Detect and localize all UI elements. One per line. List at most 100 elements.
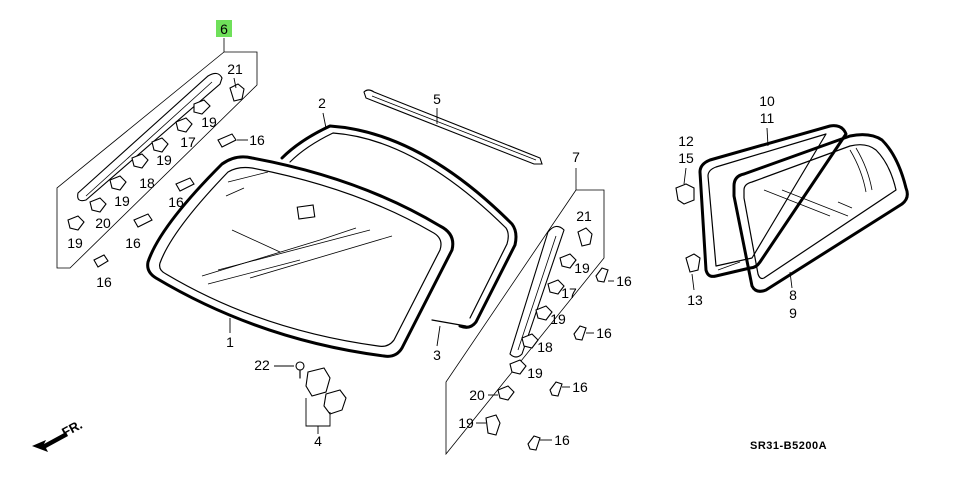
clip-20b xyxy=(497,385,515,401)
clip-16d xyxy=(93,254,109,268)
clip-19e xyxy=(559,253,577,269)
clip-19f xyxy=(535,305,553,321)
callout-19a[interactable]: 19 xyxy=(201,114,217,130)
callout-11[interactable]: 11 xyxy=(760,110,775,126)
callout-17b[interactable]: 17 xyxy=(561,285,577,301)
callout-17a[interactable]: 17 xyxy=(180,134,196,150)
quarter-glass-reflections xyxy=(763,147,873,217)
callout-6[interactable]: 6 xyxy=(220,21,228,37)
clip-21a xyxy=(229,83,245,102)
quarter-glass xyxy=(732,133,909,293)
callout-12[interactable]: 12 xyxy=(678,133,694,149)
callout-2[interactable]: 2 xyxy=(318,95,326,111)
callout-16e[interactable]: 16 xyxy=(616,273,632,289)
clips-right xyxy=(485,227,609,451)
callout-9[interactable]: 9 xyxy=(789,305,797,321)
quarter-clips xyxy=(675,183,701,273)
clip-19c xyxy=(109,175,127,191)
molding-5-strip xyxy=(363,89,543,165)
clip-13 xyxy=(685,253,701,273)
glass-reflections xyxy=(201,171,357,285)
callout-1[interactable]: 1 xyxy=(226,334,234,350)
pillar-molding-right xyxy=(509,225,565,358)
fr-arrow-icon xyxy=(32,432,68,452)
callout-16d[interactable]: 16 xyxy=(96,274,112,290)
callout-15[interactable]: 15 xyxy=(678,150,694,166)
group-6-frame xyxy=(56,38,258,269)
windshield-glass-1 xyxy=(146,155,455,358)
dam-inner xyxy=(289,132,509,319)
glass-inner-edge xyxy=(159,166,442,347)
callout-16g[interactable]: 16 xyxy=(572,379,588,395)
bracket-4b xyxy=(323,389,347,415)
callout-19h[interactable]: 19 xyxy=(458,415,474,431)
clip-16e xyxy=(595,267,609,283)
clip-18b xyxy=(521,333,539,349)
dam-outer xyxy=(280,124,518,329)
clip-19a xyxy=(193,99,211,115)
callout-21b[interactable]: 21 xyxy=(576,208,592,224)
clip-18a xyxy=(131,153,149,169)
callout-21a[interactable]: 21 xyxy=(227,61,243,77)
callout-3[interactable]: 3 xyxy=(433,347,441,363)
clip-12-15 xyxy=(675,183,695,205)
callout-20a[interactable]: 20 xyxy=(95,215,111,231)
quarter-glass-outline xyxy=(732,133,909,293)
callout-19g[interactable]: 19 xyxy=(527,365,543,381)
quarter-glass-inner xyxy=(743,144,897,280)
mirror-mount xyxy=(296,204,316,220)
callout-7[interactable]: 7 xyxy=(572,149,580,165)
screw-22 xyxy=(295,361,305,371)
clip-19b xyxy=(151,137,169,153)
callout-18b[interactable]: 18 xyxy=(537,339,553,355)
callout-4[interactable]: 4 xyxy=(314,433,322,449)
callout-19e[interactable]: 19 xyxy=(574,260,590,276)
callout-22[interactable]: 22 xyxy=(254,357,270,373)
seal-outer xyxy=(698,124,848,278)
clip-17b xyxy=(547,279,565,295)
group-7-bracket: 7 xyxy=(445,149,605,456)
callout-16c[interactable]: 16 xyxy=(125,235,141,251)
group-6-bracket: 6 xyxy=(56,20,258,269)
clip-16c xyxy=(133,213,153,228)
callout-18a[interactable]: 18 xyxy=(139,175,155,191)
callout-16f[interactable]: 16 xyxy=(596,325,612,341)
clip-16g xyxy=(549,381,563,397)
glass-outline xyxy=(146,155,455,358)
clip-16h xyxy=(527,435,541,451)
upper-molding-5 xyxy=(363,89,543,165)
clip-20a xyxy=(89,197,107,213)
clip-16a xyxy=(217,133,237,148)
clip-19g xyxy=(509,359,527,375)
callout-8[interactable]: 8 xyxy=(789,287,797,303)
fasteners-4-22 xyxy=(295,361,347,434)
quarter-window-seal xyxy=(698,124,848,278)
callout-19d[interactable]: 19 xyxy=(67,235,83,251)
callout-16a[interactable]: 16 xyxy=(249,132,265,148)
group-7-frame xyxy=(445,168,605,456)
clip-17a xyxy=(175,117,193,133)
roof-molding-left xyxy=(77,72,223,202)
callout-19f[interactable]: 19 xyxy=(550,311,566,327)
callout-5[interactable]: 5 xyxy=(433,91,441,107)
callout-16b[interactable]: 16 xyxy=(168,194,184,210)
callout-20b[interactable]: 20 xyxy=(469,387,485,403)
callout-19c[interactable]: 19 xyxy=(114,193,130,209)
callout-19b[interactable]: 19 xyxy=(156,152,172,168)
clip-19d xyxy=(67,215,85,231)
clip-21b xyxy=(577,227,593,247)
callout-13[interactable]: 13 xyxy=(687,292,703,308)
callout-10[interactable]: 10 xyxy=(759,93,775,109)
front-direction-arrow: FR. xyxy=(32,417,85,452)
diagram-code: SR31-B5200A xyxy=(750,440,827,452)
callout-16h[interactable]: 16 xyxy=(554,432,570,448)
clips-left xyxy=(67,83,245,268)
clip-16f xyxy=(573,325,587,341)
windshield-dam-2 xyxy=(280,124,518,329)
highlight-6 xyxy=(216,20,232,37)
clip-16b xyxy=(175,177,195,192)
clip-19h xyxy=(485,414,501,436)
bracket-4a xyxy=(305,367,331,397)
seal-inner xyxy=(707,133,827,267)
